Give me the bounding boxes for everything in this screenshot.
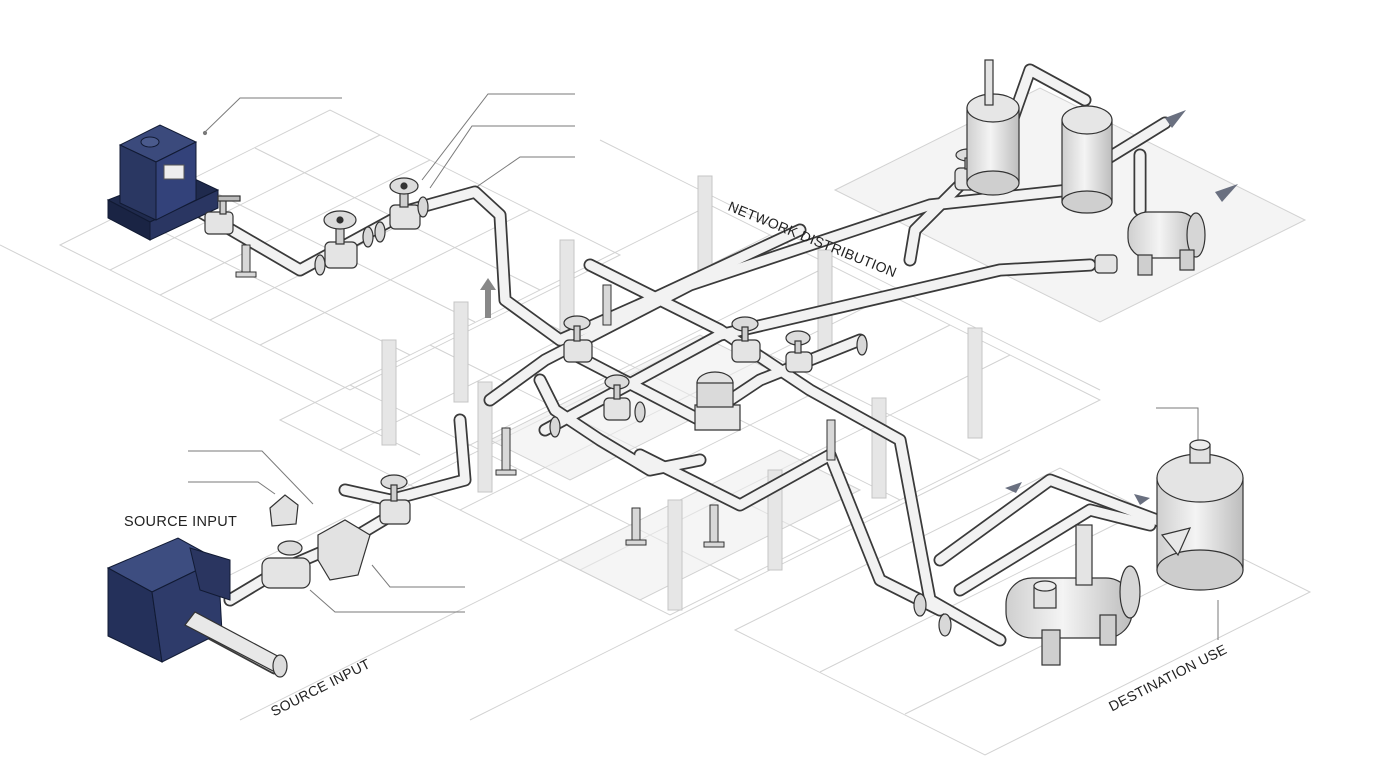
destination-tanks <box>1005 439 1244 666</box>
leader-lines <box>188 93 1219 640</box>
valve-icon <box>731 316 761 363</box>
source-unit-bottom <box>106 537 231 663</box>
valve-icon <box>563 315 593 363</box>
source-fittings <box>184 494 371 678</box>
valve-icon <box>204 195 241 235</box>
flow-arrows <box>480 110 1238 505</box>
valve-icon <box>785 330 813 373</box>
valve-icon <box>603 374 631 421</box>
valve-icon <box>323 210 358 269</box>
meter-icon <box>694 371 741 431</box>
valve-icon <box>379 474 411 525</box>
pipe-supports <box>235 244 836 548</box>
arrow-icon <box>1165 110 1186 128</box>
source-unit-top <box>106 124 220 241</box>
source-input-label: SOURCE INPUT <box>124 514 238 530</box>
valve-icon <box>389 177 421 230</box>
top-right-tanks <box>966 59 1206 276</box>
arrow-icon <box>1215 184 1238 202</box>
support-columns <box>381 175 983 611</box>
